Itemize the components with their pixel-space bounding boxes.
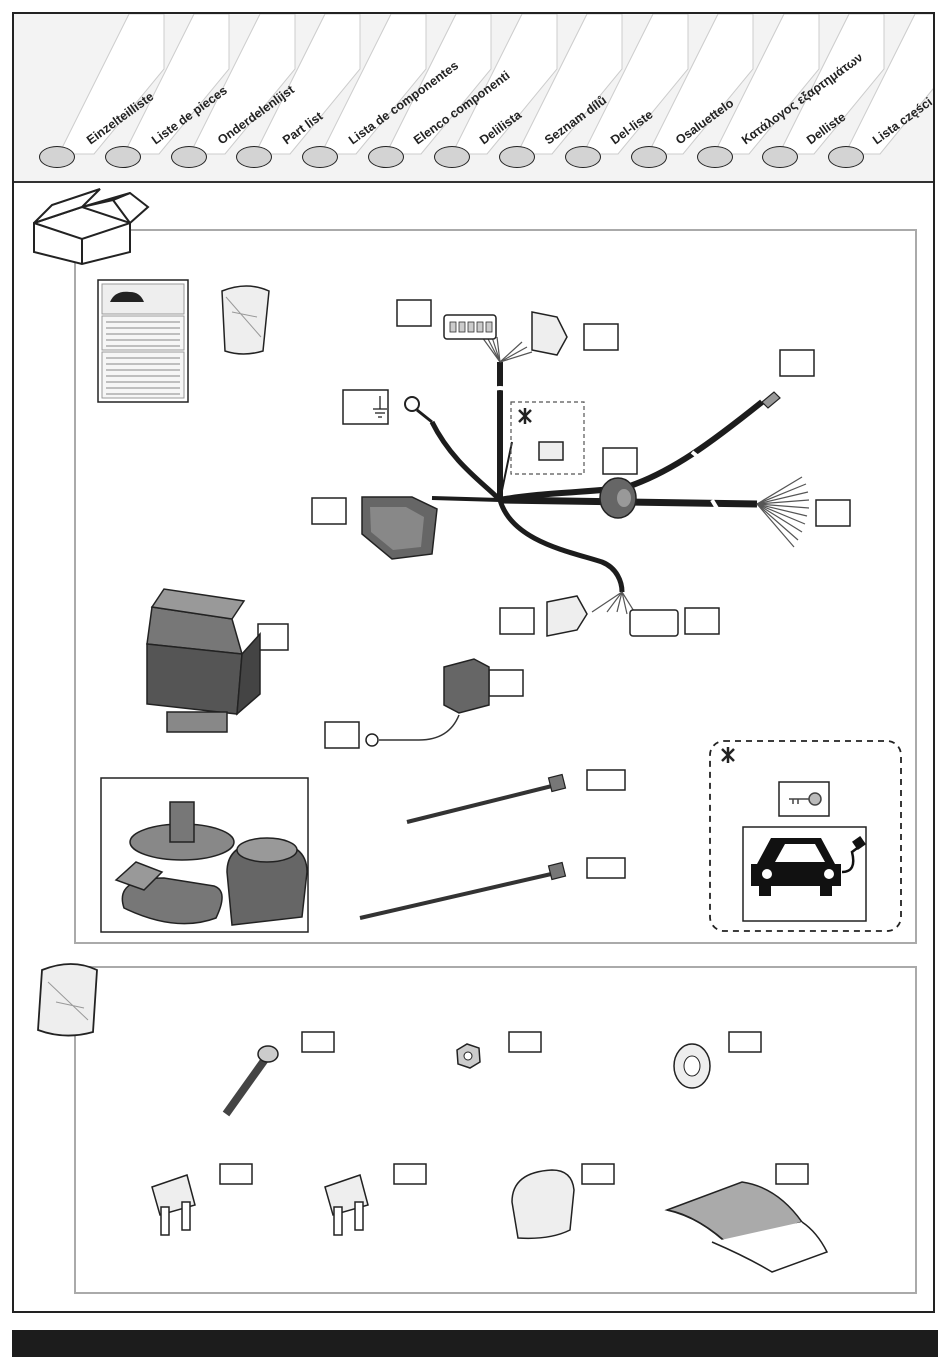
connector-white — [444, 315, 496, 339]
part-number-box — [394, 1164, 426, 1184]
part-number-box — [776, 1164, 808, 1184]
rubber-cap-icon — [512, 1170, 574, 1238]
bag-icon — [222, 286, 269, 354]
grommet — [600, 478, 636, 518]
asterisk-icon — [722, 747, 734, 763]
connector-grey — [532, 312, 567, 355]
nut-icon — [457, 1044, 480, 1068]
wiring-harness — [405, 337, 809, 616]
adhesive-pad-icon — [667, 1182, 827, 1272]
connector-bottom-white — [630, 610, 678, 636]
box-icon — [34, 189, 148, 264]
spade-terminal — [762, 392, 780, 408]
control-module — [147, 589, 260, 732]
fuse-icon — [152, 1175, 195, 1235]
small-connector — [539, 442, 563, 460]
bottom-bar — [12, 1330, 938, 1357]
relay — [366, 659, 489, 746]
page-frame: Einzelteilliste Liste de pieces Onderdel… — [12, 12, 935, 1313]
part-number-box — [582, 1164, 614, 1184]
washer-icon — [674, 1044, 710, 1088]
parts-illustration — [12, 12, 935, 1313]
part-number-box — [509, 1032, 541, 1052]
ground-symbol-icon — [343, 390, 388, 424]
part-number-box — [302, 1032, 334, 1052]
cable-tie — [360, 863, 565, 918]
instruction-sheet-icon — [98, 280, 188, 402]
part-number-box — [729, 1032, 761, 1052]
bolt-icon — [226, 1046, 278, 1114]
small-parts-bag-icon — [38, 964, 97, 1036]
connector-large — [362, 497, 437, 559]
cable-tie — [407, 775, 565, 822]
fuse-icon — [325, 1175, 368, 1235]
asterisk-icon — [519, 408, 531, 424]
part-number-box — [220, 1164, 252, 1184]
connector-bottom-grey — [547, 596, 587, 636]
